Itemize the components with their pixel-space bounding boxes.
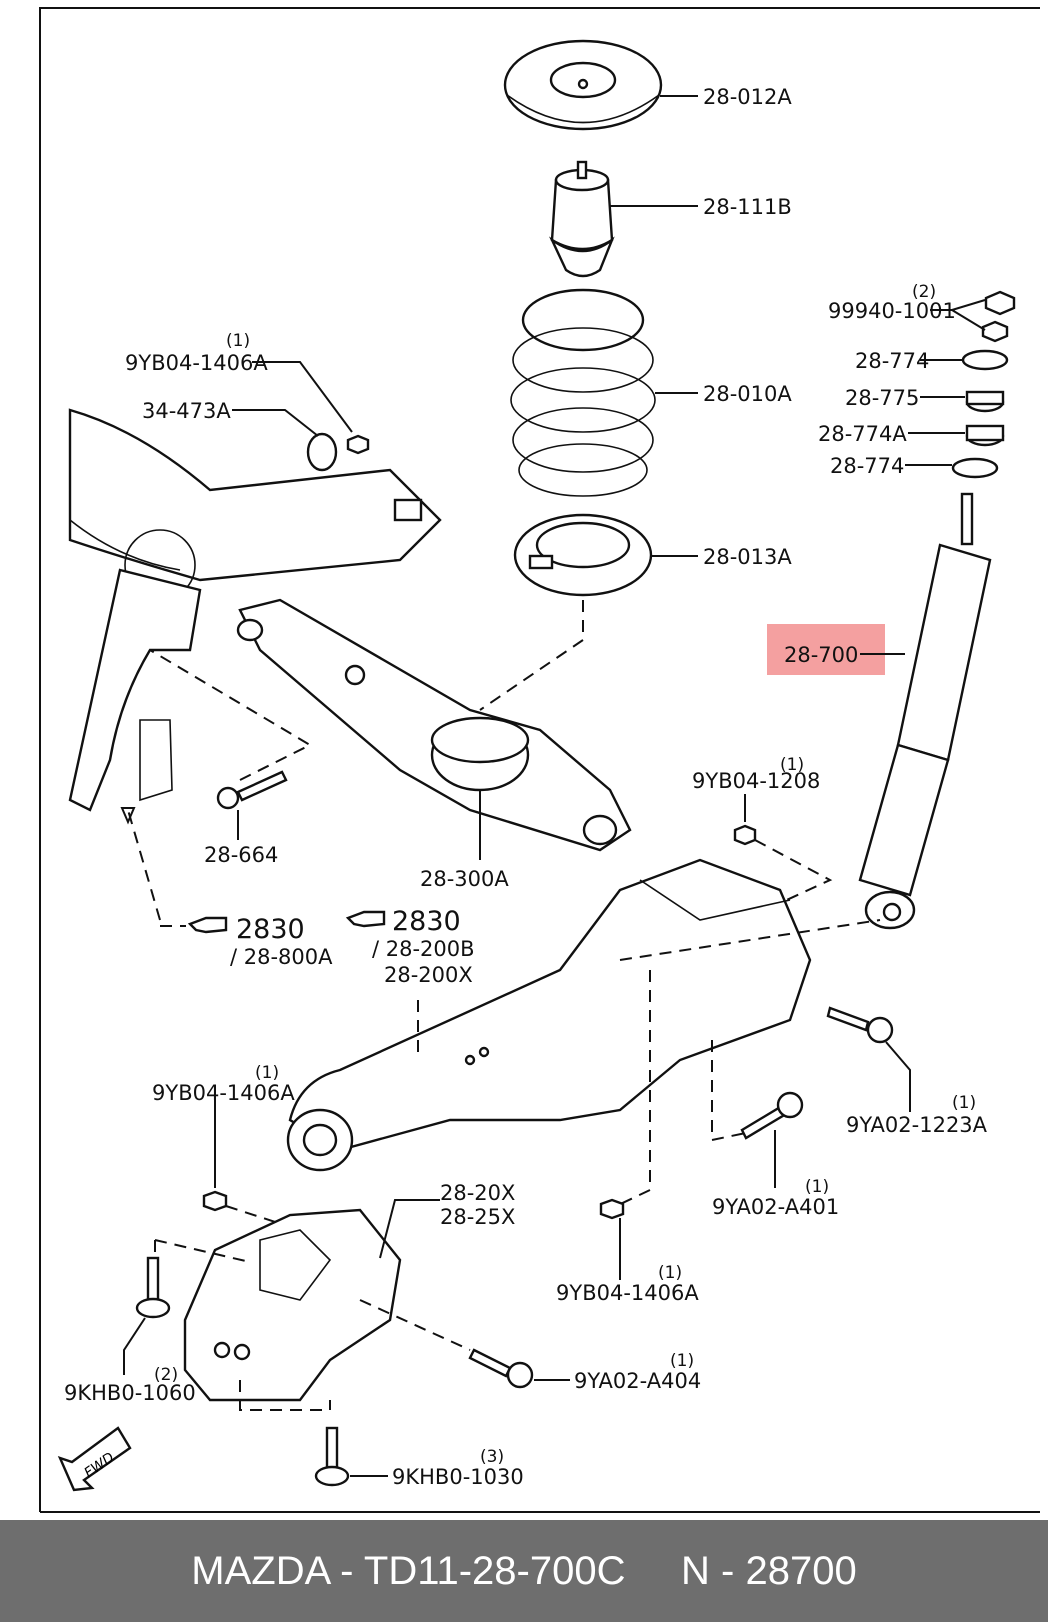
suspension-parts-diagram: FWD 28-012A 28-111B 28-010A 28-013A (2) … [39, 7, 1040, 1513]
nut-9YB04-1406A-left [202, 1190, 228, 1212]
shock-top-nuts [981, 290, 1016, 343]
washer-34-473A [306, 432, 338, 472]
qty-9YB04-1406A-top: (1) [226, 331, 250, 351]
ref-2830-right: 2830 [392, 906, 461, 937]
label-9YA02-A404: 9YA02-A404 [574, 1369, 701, 1393]
leader-99940-fork [951, 299, 986, 331]
ref-2830-dashline-left [127, 809, 161, 921]
ref-28-200B: / 28-200B [372, 937, 475, 961]
qty-9YA02-1223A: (1) [952, 1093, 976, 1113]
bolt-9YA02-A404 [468, 1348, 534, 1389]
label-9KHB0-1030: 9KHB0-1030 [392, 1465, 524, 1489]
coil-spring [510, 288, 656, 497]
ref-arrowhead-left [120, 807, 136, 825]
qty-9YB04-1406A-mid: (1) [658, 1263, 682, 1283]
leader-9YB04-top [252, 361, 353, 433]
crossmember [68, 408, 442, 812]
label-28-20X: 28-20X [440, 1181, 515, 1205]
leader-9YA02-1223A [885, 1041, 911, 1112]
label-9YB04-1406A-top: 9YB04-1406A [125, 351, 268, 375]
label-9YB04-1406A-left: 9YB04-1406A [152, 1081, 295, 1105]
label-28-774-bottom: 28-774 [830, 454, 904, 478]
spring-lower-seat [513, 513, 653, 597]
shock-absorber [858, 492, 992, 930]
bushing-bracket [183, 1208, 402, 1402]
footer-part-number: MAZDA - TD11-28-700C N - 28700 [191, 1549, 857, 1593]
bushing-28-775 [965, 390, 1005, 413]
spring-seat-dashline [479, 600, 584, 711]
diagram-border [39, 7, 1040, 1512]
nut-9YB04-1406A-mid [599, 1198, 625, 1220]
footer-bar: MAZDA - TD11-28-700C N - 28700 [0, 1520, 1048, 1622]
label-28-700: 28-700 [784, 643, 858, 667]
bump-stopper [548, 160, 615, 278]
label-28-013A: 28-013A [703, 545, 792, 569]
label-9KHB0-1060: 9KHB0-1060 [64, 1381, 196, 1405]
qty-9KHB0-1060: (2) [154, 1365, 178, 1385]
bracket-dashline-right [359, 1299, 471, 1351]
washer-28-774-bottom [951, 457, 999, 479]
label-28-25X: 28-25X [440, 1205, 515, 1229]
washer-28-774-top [961, 349, 1009, 371]
label-99940-1001: 99940-1001 [828, 299, 956, 323]
arm-nut-dashline [611, 970, 651, 1209]
shock-lower-dashline [619, 919, 881, 961]
qty-9YA02-A404: (1) [670, 1351, 694, 1371]
label-9YB04-1406A-mid: 9YB04-1406A [556, 1281, 699, 1305]
label-34-473A: 34-473A [142, 399, 231, 423]
bracket-dashline-bottom [239, 1380, 331, 1411]
bolt-28-664 [216, 770, 288, 810]
qty-9YB04-1208: (1) [780, 755, 804, 775]
nut-9YB04-1208 [733, 824, 757, 846]
bolt-9YA02-A401 [740, 1091, 804, 1140]
bolt-9YA02-1223A [826, 1006, 894, 1044]
bolt-9KHB0-1030 [314, 1426, 350, 1487]
label-9YA02-A401: 9YA02-A401 [712, 1195, 839, 1219]
lower-arm [236, 598, 632, 852]
qty-9KHB0-1030: (3) [480, 1447, 504, 1467]
leader-28-20X [379, 1199, 440, 1259]
label-28-664: 28-664 [204, 843, 278, 867]
leader-9KHB0-1060 [123, 1317, 146, 1375]
bolt-28-664-dashline [149, 649, 313, 781]
qty-99940-1001: (2) [912, 282, 936, 302]
pointing-hand-icon-1 [187, 916, 228, 934]
label-28-774-top: 28-774 [855, 349, 929, 373]
ref-28-800A: / 28-800A [230, 945, 333, 969]
label-9YB04-1208: 9YB04-1208 [692, 769, 820, 793]
nut-9YB04-top [346, 434, 370, 455]
spring-upper-seat [503, 39, 663, 131]
fwd-arrow-icon: FWD [57, 1426, 132, 1492]
label-9YA02-1223A: 9YA02-1223A [846, 1113, 988, 1137]
trailing-arm [286, 858, 812, 1172]
label-28-012A: 28-012A [703, 85, 792, 109]
label-28-111B: 28-111B [703, 195, 792, 219]
leader-34-473A [232, 409, 319, 437]
bushing-28-774A [965, 424, 1005, 447]
ref-28-200X: 28-200X [384, 963, 473, 987]
highlight-28-700 [767, 624, 885, 675]
qty-9YA02-A401: (1) [805, 1177, 829, 1197]
bolt-9KHB0-1060 [135, 1256, 171, 1319]
label-28-774A: 28-774A [818, 422, 907, 446]
bracket-dashline-left [154, 1239, 251, 1263]
ref-2830-left: 2830 [236, 914, 305, 945]
label-28-010A: 28-010A [703, 382, 792, 406]
label-28-775: 28-775 [845, 386, 919, 410]
qty-9YB04-1406A-left: (1) [255, 1063, 279, 1083]
pointing-hand-icon-2 [345, 910, 386, 928]
label-28-300A: 28-300A [420, 867, 509, 891]
bolt-a401-dashline [711, 1040, 761, 1142]
